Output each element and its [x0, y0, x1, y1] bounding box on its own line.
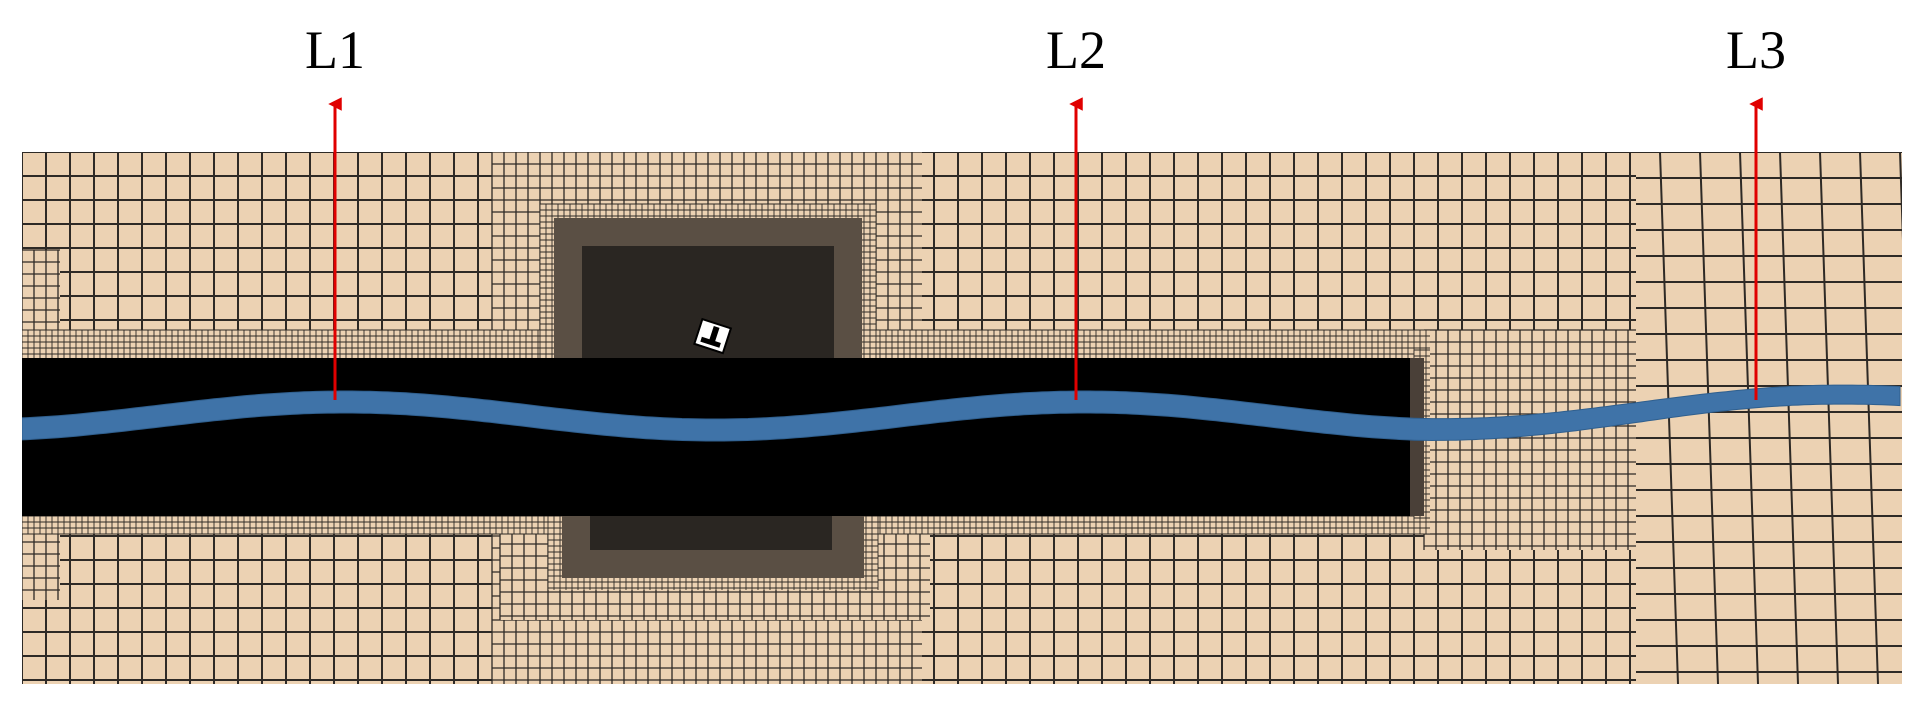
probe-line-L1: L1	[305, 20, 365, 400]
far-field-bg	[1636, 152, 1902, 684]
ship-hull-icon	[693, 317, 733, 355]
free-surface-wave	[22, 384, 1901, 442]
hull-refinement-lower-core	[590, 516, 832, 550]
probe-line-L3: L3	[1726, 20, 1786, 400]
medium-block-bg-1	[22, 250, 60, 330]
probe-line-L2: L2	[1046, 20, 1106, 400]
probe-label-L1: L1	[305, 20, 365, 80]
far-field-mesh	[1636, 152, 1902, 684]
mesh-grid	[22, 152, 1902, 684]
probe-label-L3: L3	[1726, 20, 1786, 80]
probe-label-L2: L2	[1046, 20, 1106, 80]
medium-grid-lines-1	[22, 249, 60, 330]
